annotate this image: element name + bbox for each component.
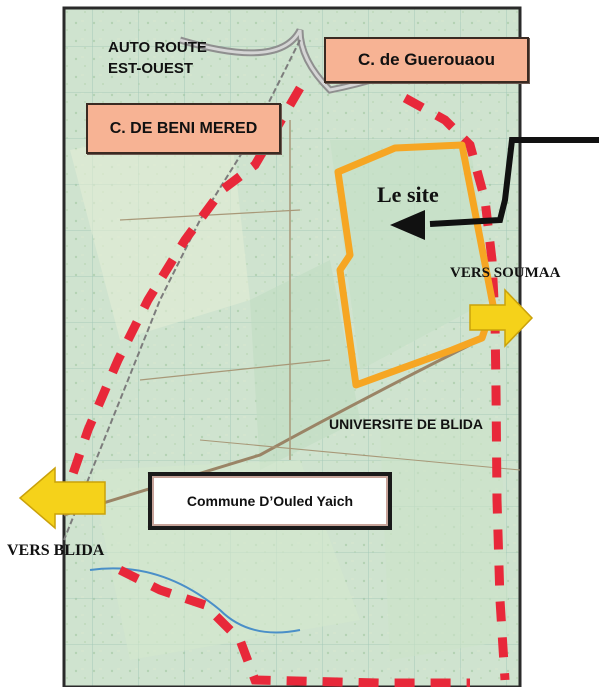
guerouaou-label: C. de Guerouaou [358, 50, 495, 69]
universite-label: UNIVERSITE DE BLIDA [329, 416, 484, 432]
beni-mered-label-box: C. DE BENI MERED [86, 103, 281, 154]
pointer-arrow-icon [390, 137, 599, 240]
vers-blida-label: VERS BLIDA [7, 542, 105, 559]
site-label: Le site [377, 182, 439, 207]
autoroute-line-1: AUTO ROUTE [108, 39, 207, 56]
right-arrow-icon [469, 288, 534, 348]
site-outline [334, 141, 497, 389]
guerouaou-label-box: C. de Guerouaou [324, 37, 529, 83]
ouled-yaich-label: Commune D’Ouled Yaich [186, 493, 354, 509]
left-arrow-icon [18, 466, 106, 530]
ouled-yaich-label-box: Commune D’Ouled Yaich [148, 472, 392, 530]
autoroute-label: AUTO ROUTE EST-OUEST [108, 37, 207, 79]
autoroute-line-2: EST-OUEST [108, 60, 194, 77]
beni-mered-label: C. DE BENI MERED [109, 119, 258, 137]
vers-soumaa-label: VERS SOUMAA [450, 265, 561, 281]
